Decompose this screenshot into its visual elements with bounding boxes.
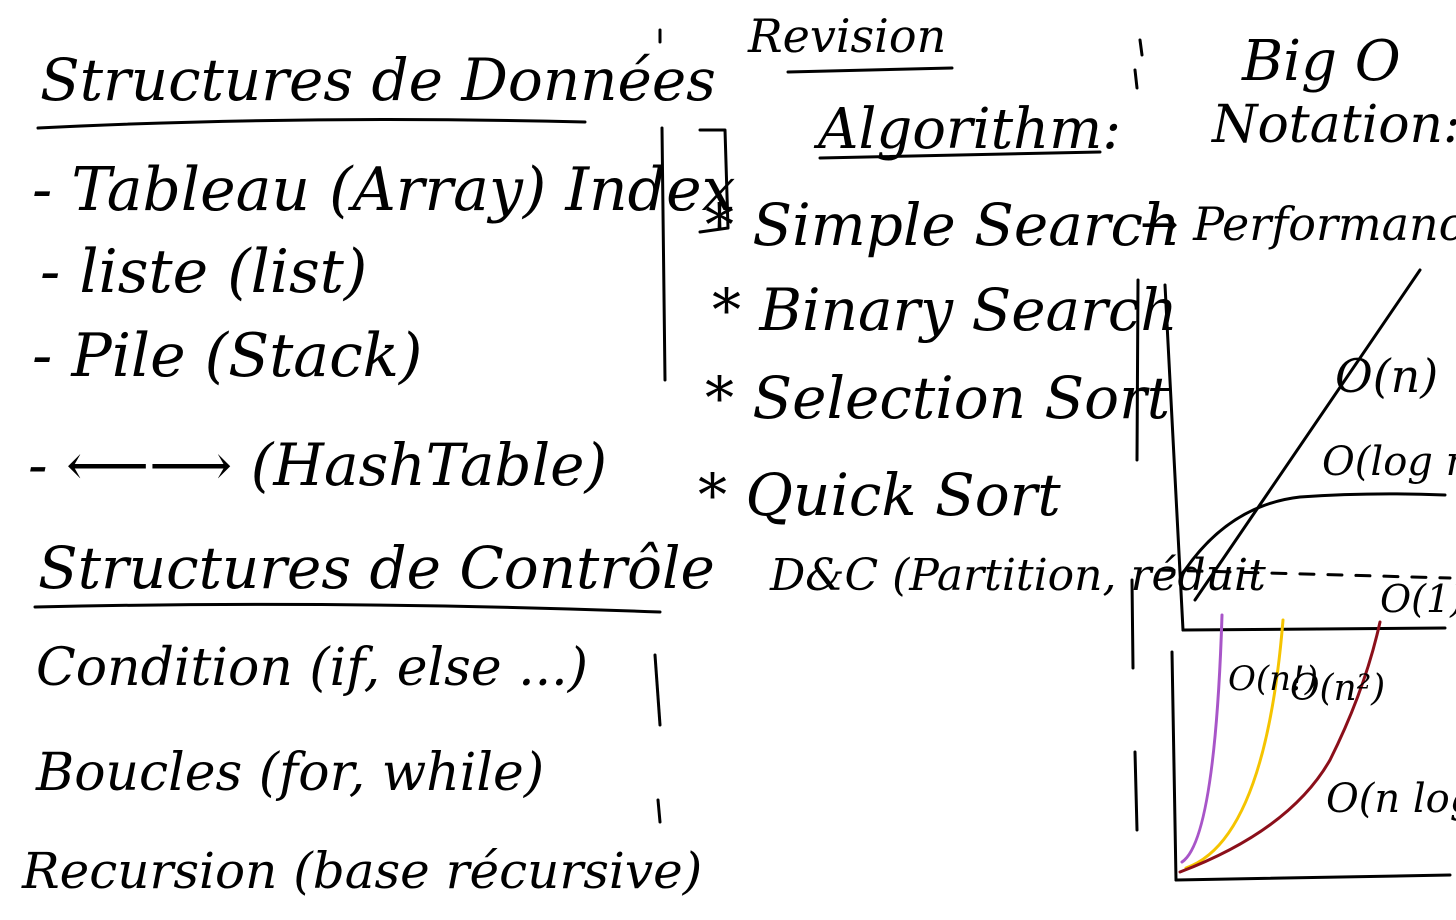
o1-curve [1158,568,1452,580]
revision-header: Revision [747,9,946,63]
left-column: Structures de Données - Tableau (Array) … [21,28,735,900]
upper-graph-y-axis [1163,283,1185,632]
right-separator-top [1138,38,1144,57]
algorithm-item-quick-sort: * Quick Sort [698,461,1061,529]
right-separator-3 [1135,278,1140,462]
data-structure-item-array: - Tableau (Array) Index [32,155,735,225]
data-structure-item-hashtable: - ⟵⟶ (HashTable) [28,431,607,499]
data-structure-item-list: - liste (list) [40,237,367,307]
algorithm-item-selection-sort: * Selection Sort [705,364,1171,432]
upper-graph-x-axis [1181,626,1447,632]
lower-graph-x-axis [1174,873,1452,882]
quick-sort-note: D&C (Partition, réduit [769,550,1266,601]
middle-column: Revision Algorithm: * Simple Search * Bi… [698,9,1266,832]
right-separator-4 [1130,578,1135,670]
right-column: Big O Notation: → Performance O(n) O(log… [1140,29,1456,882]
ologn-curve [1183,492,1447,572]
algorithm-item-simple-search: * Simple Search [705,191,1180,259]
revision-underline [786,66,954,74]
ologn-label: O(log n) [1322,439,1456,485]
control-item-recursion: Recursion (base récursive) [21,842,702,900]
left-separator-bottom [653,653,662,727]
data-structures-underline [36,118,587,130]
onlogn-label: O(n log n) [1326,776,1456,822]
on-label: O(n) [1335,349,1438,403]
control-structures-title: Structures de Contrôle [38,534,715,602]
data-structures-title: Structures de Données [40,46,716,114]
onlogn-curve [1178,620,1382,874]
algorithm-item-binary-search: * Binary Search [712,276,1178,344]
on2-curve [1184,618,1285,870]
index-bracket [698,128,730,234]
algorithm-underline [818,150,1102,160]
left-separator-tick-2 [656,798,662,824]
right-separator-2 [1133,68,1139,90]
control-item-loops: Boucles (for, while) [35,743,544,803]
on2-label: O(n²) [1290,668,1385,709]
data-structure-item-stack: - Pile (Stack) [32,321,422,391]
onfact-curve [1180,613,1224,864]
left-separator-top [660,126,667,382]
o1-label: O(1) [1380,577,1456,621]
control-item-condition: Condition (if, else ...) [36,638,588,698]
big-o-title-line1: Big O [1241,29,1401,94]
control-structures-underline [33,602,662,614]
performance-label: → Performance [1140,197,1456,251]
right-separator-5 [1133,750,1139,832]
big-o-title-line2: Notation: [1210,95,1456,155]
onfact-label: O(n!) [1228,659,1318,699]
lower-graph-y-axis [1170,650,1178,882]
on-curve [1193,268,1422,602]
